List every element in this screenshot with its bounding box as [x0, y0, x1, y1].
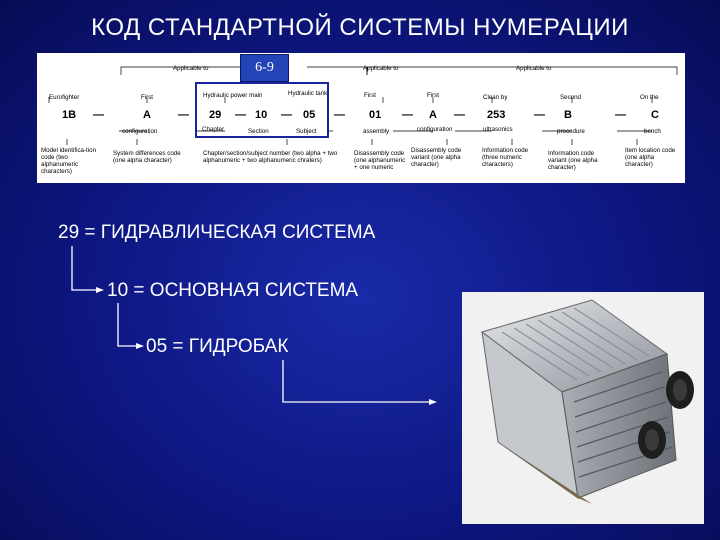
- line-hydraulic-system: 29 = ГИДРАВЛИЧЕСКАЯ СИСТЕМА: [58, 222, 375, 244]
- line-hydraulic-tank: 05 = ГИДРОБАК: [146, 336, 288, 358]
- line-main-system: 10 = ОСНОВНАЯ СИСТЕМА: [107, 280, 358, 302]
- hydraulic-tank-photo: [462, 292, 704, 524]
- hydraulic-tank-image: [462, 292, 704, 524]
